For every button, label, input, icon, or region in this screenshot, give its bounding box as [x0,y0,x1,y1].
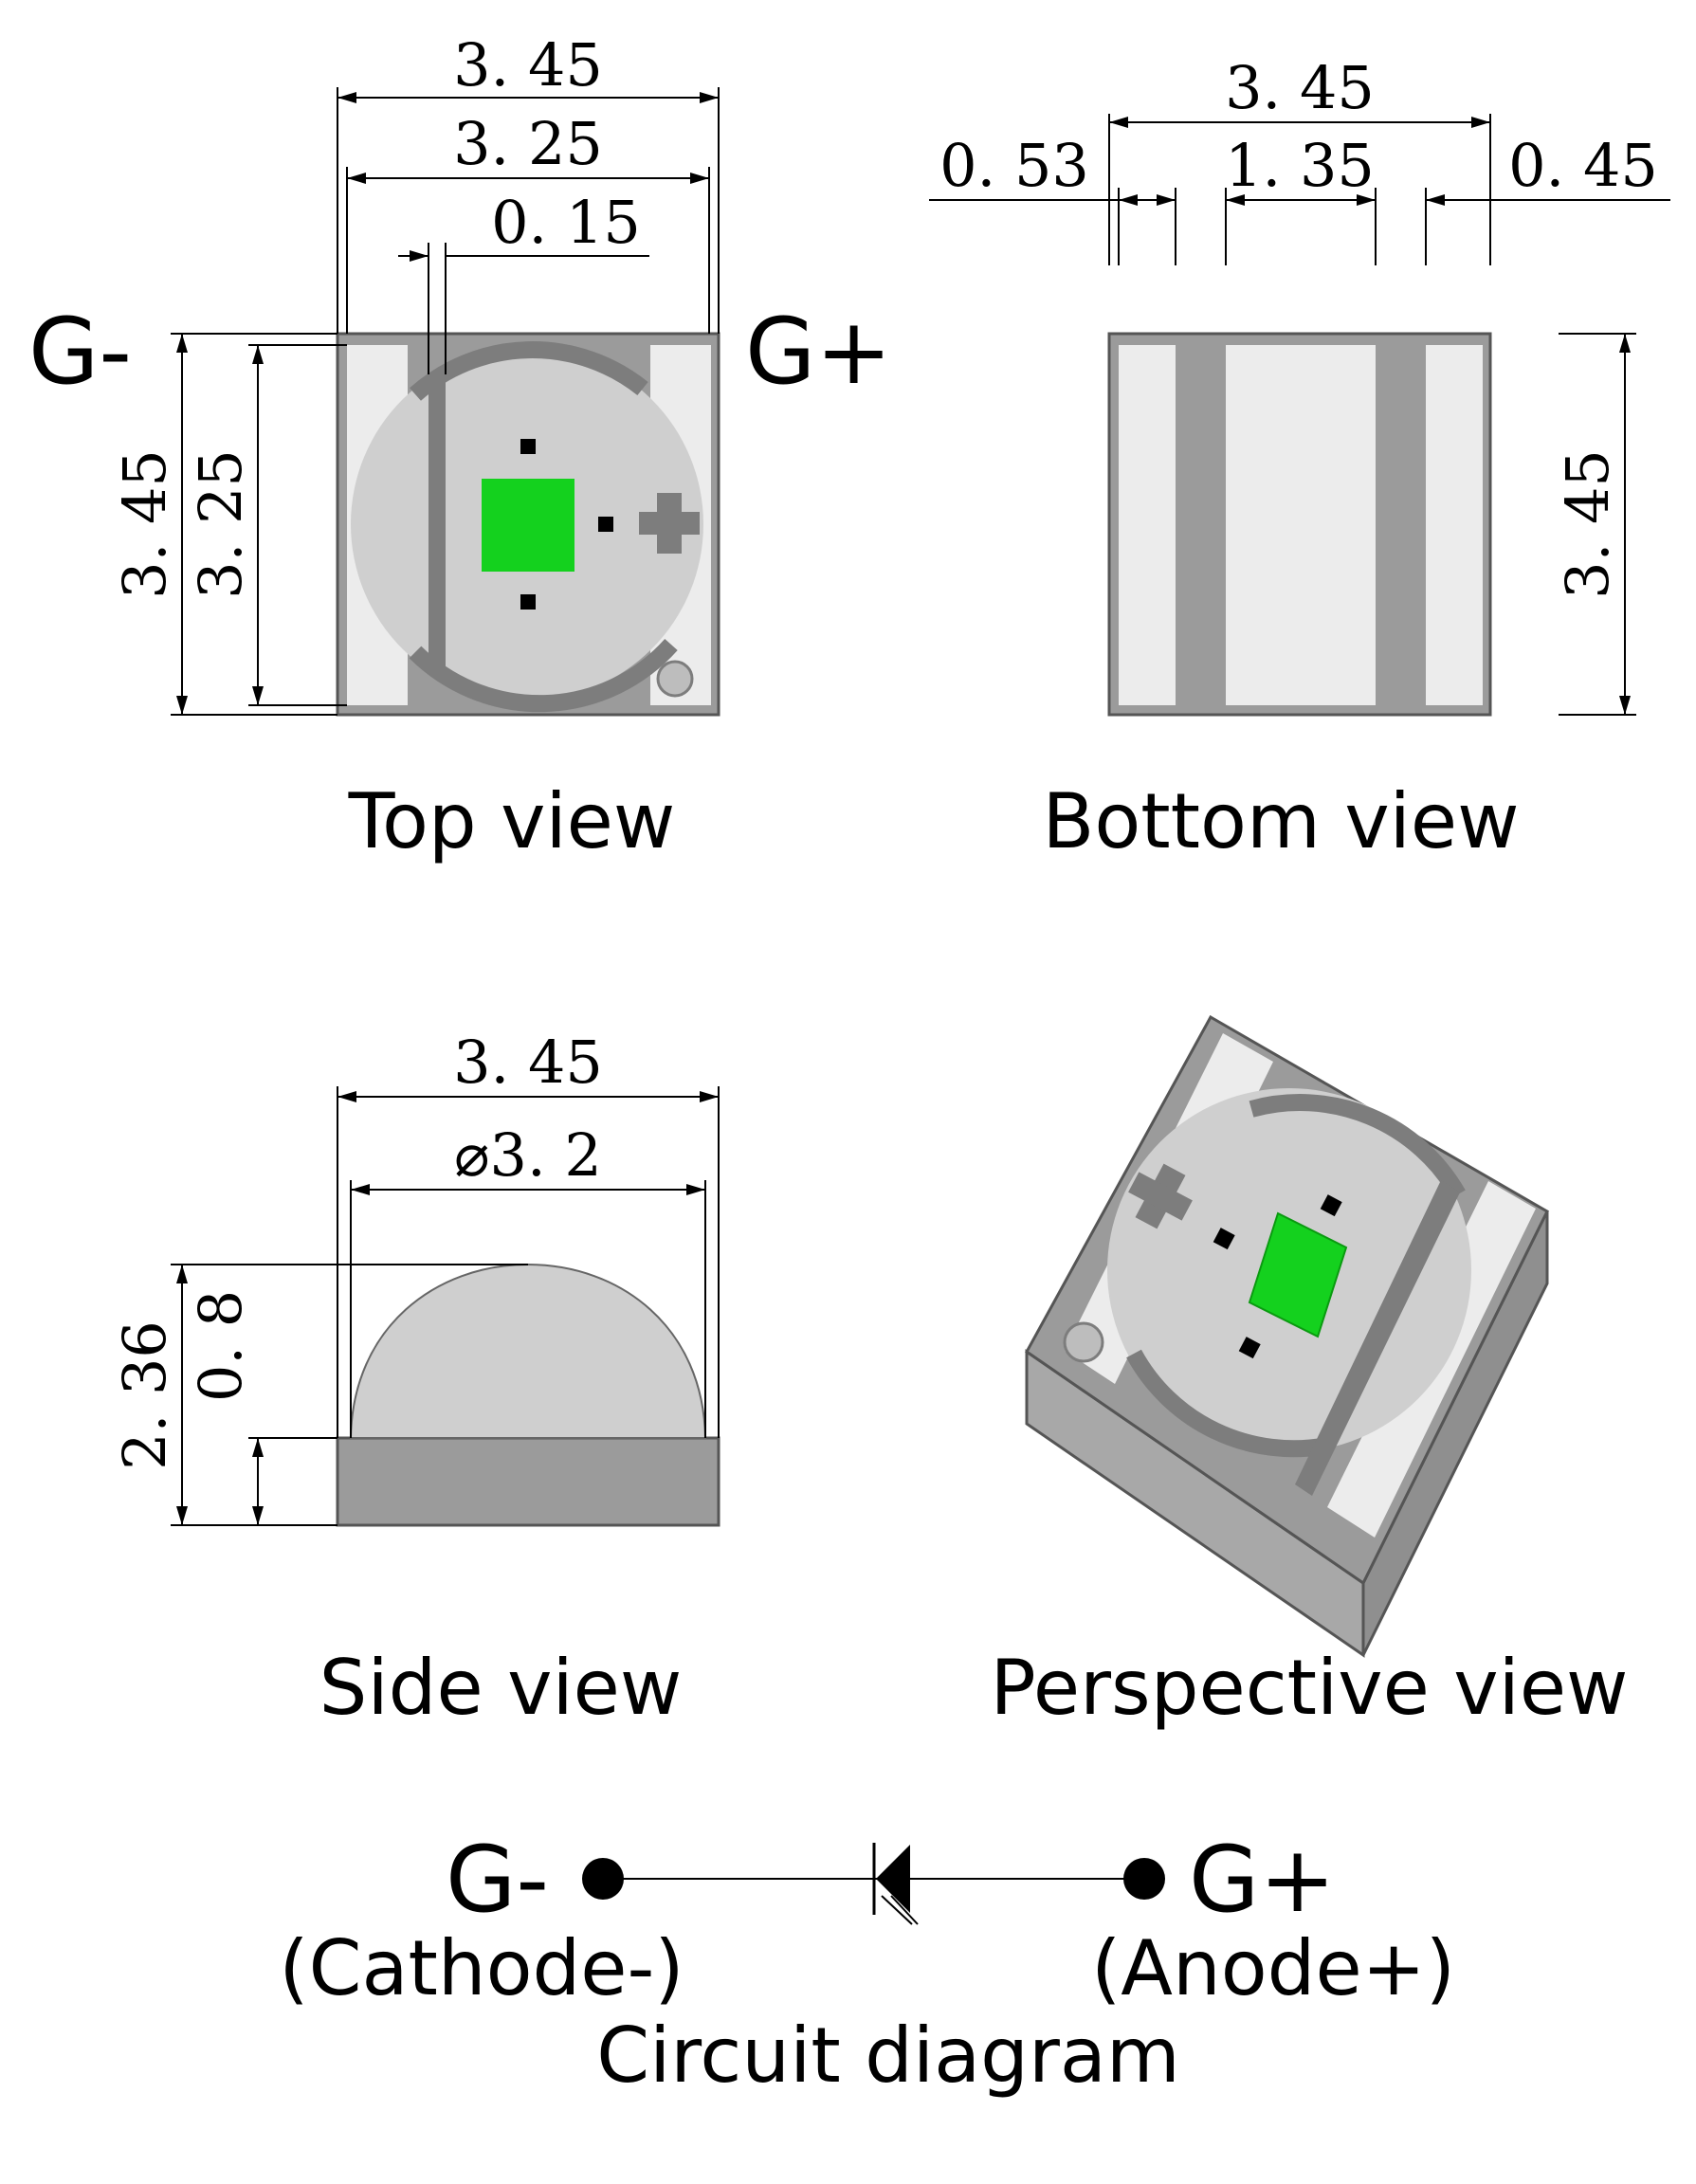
circuit-cathode-pin: G- [446,1827,549,1933]
perspective-ring-upper [1249,1094,1466,1199]
top-dim-gap: 0. 15 [491,188,641,257]
perspective-bond-pad-1 [1320,1194,1342,1217]
top-view: 3. 45 3. 25 0. 15 3. 45 3. 25 G- G+ Top … [28,30,892,865]
circuit-anode-terminal [1123,1858,1165,1900]
top-chip [482,479,574,572]
top-pin-right-label: G+ [745,299,892,405]
top-polarity-dot [656,660,694,698]
perspective-bond-pad-3 [1238,1337,1261,1359]
circuit-cathode-label: (Cathode-) [279,1924,684,2012]
side-dim-lens-diameter: ⌀3. 2 [454,1120,602,1190]
bottom-pad-left [1119,345,1176,705]
side-dim-height-total: 2. 36 [110,1320,179,1470]
bottom-dim-center-pad: 1. 35 [1225,131,1375,200]
circuit-caption: Circuit diagram [596,2011,1180,2100]
perspective-ring-lower [1126,1349,1329,1458]
circuit-cathode-terminal [582,1858,624,1900]
top-dim-width-outer: 3. 45 [453,30,603,100]
top-dim-width-inner: 3. 25 [453,109,603,178]
perspective-plus-marker [1128,1163,1193,1229]
diode-symbol [872,1843,919,1925]
top-bond-pad-1 [520,439,536,454]
perspective-polarity-dot [1063,1321,1104,1363]
top-plus-marker [639,493,700,554]
bottom-view-caption: Bottom view [1042,777,1519,865]
top-pin-left-label: G- [28,299,132,405]
bottom-dim-height: 3. 45 [1553,449,1622,599]
side-dome [349,1263,707,1439]
side-view-caption: Side view [319,1644,683,1732]
bottom-dim-right-pad: 0. 45 [1508,131,1658,200]
circuit-anode-label: (Anode+) [1091,1924,1455,2012]
side-dim-width-outer: 3. 45 [453,1028,603,1097]
top-bond-pad-2 [520,594,536,610]
perspective-view-caption: Perspective view [991,1644,1629,1732]
bottom-pad-center [1226,345,1376,705]
bottom-view: 3. 45 0. 53 1. 35 0. 45 3. 45 Bottom vie… [929,53,1670,865]
perspective-view: Perspective view [991,1014,1629,1732]
side-dim-base-height: 0. 8 [186,1290,255,1402]
top-ring-lower [409,639,678,713]
top-dim-height-outer: 3. 45 [110,449,179,599]
bottom-dim-width-outer: 3. 45 [1225,53,1375,122]
side-view: 3. 45 ⌀3. 2 2. 36 0. 8 Side view [110,1028,720,1732]
circuit-diagram: G- (Cathode-) G+ (Anode+) Circuit diagra… [279,1827,1455,2100]
top-dim-height-inner: 3. 25 [186,449,255,599]
top-bar [429,374,446,668]
side-base [336,1436,720,1527]
perspective-bar [1295,1180,1460,1496]
bottom-dim-left-pad: 0. 53 [939,131,1089,200]
top-bond-pad-3 [598,517,613,532]
perspective-bond-pad-2 [1213,1228,1235,1250]
bottom-pad-right [1426,345,1483,705]
top-view-caption: Top view [348,777,676,865]
perspective-chip [1248,1211,1348,1338]
circuit-anode-pin: G+ [1189,1827,1336,1933]
top-ring-upper [410,341,648,401]
